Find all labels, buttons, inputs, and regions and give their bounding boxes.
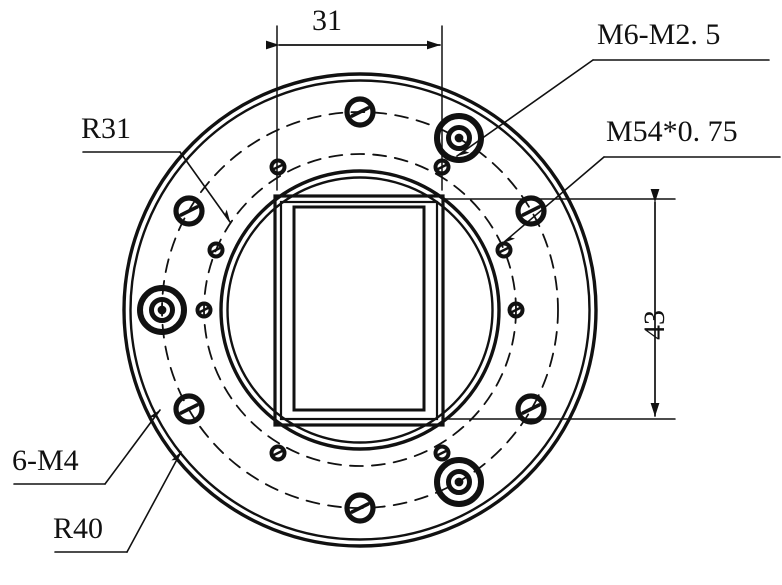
callout-label-6m4: 6-M4 (12, 444, 79, 477)
callout-label-r40: R40 (53, 512, 104, 545)
m6-counterbored-hole (137, 285, 187, 335)
dimension-label-31: 31 (312, 4, 342, 37)
m6-counterbored-hole (434, 457, 484, 507)
m6-counterbored-hole (434, 113, 484, 163)
m54-thread-circle (219, 169, 501, 451)
leader-m6-m25 (456, 59, 770, 157)
m4-threaded-hole (515, 393, 547, 425)
small-pin-hole (507, 301, 525, 319)
m4-threaded-hole (344, 96, 376, 128)
m4-threaded-hole (344, 492, 376, 524)
callout-label-m54: M54*0. 75 (606, 115, 738, 148)
callout-label-r31: R31 (81, 112, 132, 145)
small-pin-hole (433, 444, 451, 462)
m4-threaded-hole (515, 195, 547, 227)
sensor-window-inner-rect (292, 205, 426, 412)
leader-r31 (82, 151, 231, 223)
leader-m54 (502, 156, 781, 244)
leader-r40 (54, 451, 182, 553)
dimension-43 (444, 189, 676, 420)
small-pin-hole (495, 241, 513, 259)
hole-group (137, 96, 547, 524)
small-pin-hole (269, 444, 287, 462)
callout-label-m6-m25: M6-M2. 5 (597, 18, 721, 51)
small-pin-hole (269, 158, 287, 176)
dimension-31 (266, 25, 443, 191)
m4-threaded-hole (173, 393, 205, 425)
leader-6m4 (13, 409, 161, 485)
small-pin-hole (207, 241, 225, 259)
m4-threaded-hole (173, 195, 205, 227)
small-pin-hole (195, 301, 213, 319)
outer-flange-circle (122, 72, 598, 548)
sensor-window-outer-rect (273, 194, 445, 427)
dimension-label-43: 43 (638, 310, 671, 340)
